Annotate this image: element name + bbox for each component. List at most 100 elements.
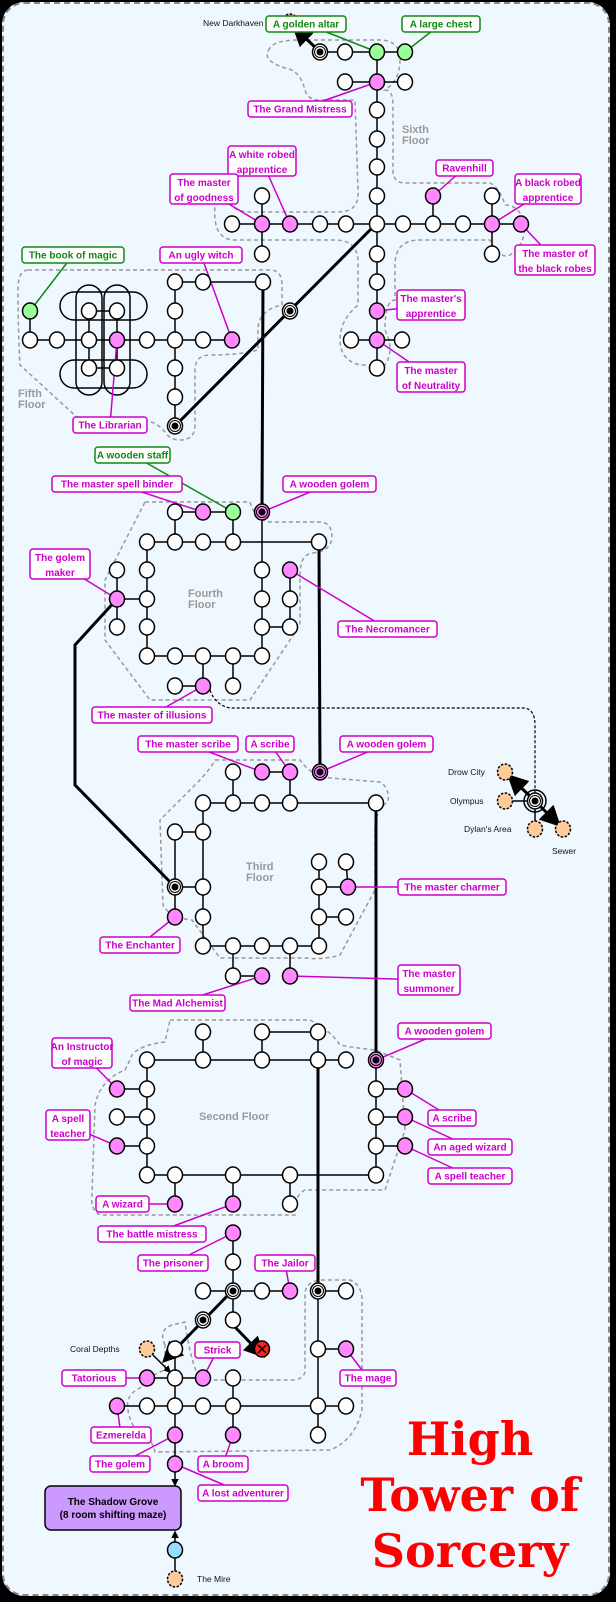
room[interactable] (367, 1137, 385, 1155)
exit-room[interactable] (526, 820, 544, 838)
room[interactable] (138, 561, 156, 579)
room[interactable] (166, 677, 184, 695)
stair-room[interactable] (281, 302, 299, 320)
npc-room[interactable] (337, 1340, 355, 1358)
npc-room[interactable] (138, 1369, 156, 1387)
room[interactable] (309, 1426, 327, 1444)
room[interactable] (194, 331, 212, 349)
npc-label[interactable]: Ravenhill (435, 159, 494, 177)
room[interactable] (309, 1051, 327, 1069)
room[interactable] (194, 1397, 212, 1415)
room[interactable] (310, 937, 328, 955)
room[interactable] (336, 73, 354, 91)
npc-label[interactable]: The Enchanter (99, 936, 181, 954)
npc-room[interactable] (339, 878, 357, 896)
npc-label[interactable]: A scribe (427, 1109, 477, 1127)
room[interactable] (138, 533, 156, 551)
room[interactable] (337, 1051, 355, 1069)
room[interactable] (166, 1397, 184, 1415)
npc-room[interactable] (253, 967, 271, 985)
room[interactable] (224, 677, 242, 695)
item-room[interactable] (396, 43, 414, 61)
exit-room[interactable] (496, 792, 514, 810)
room[interactable] (281, 618, 299, 636)
npc-label[interactable]: The Librarian (72, 416, 148, 434)
room[interactable] (337, 215, 355, 233)
room[interactable] (393, 331, 411, 349)
npc-room[interactable] (483, 215, 501, 233)
stair-room[interactable] (166, 878, 184, 896)
stair-room[interactable] (309, 1282, 327, 1300)
exit-label-olympus[interactable]: Olympus (450, 796, 484, 806)
room[interactable] (396, 73, 414, 91)
npc-room[interactable] (194, 1369, 212, 1387)
room[interactable] (194, 647, 212, 665)
room[interactable] (48, 331, 66, 349)
room[interactable] (166, 1166, 184, 1184)
room[interactable] (310, 853, 328, 871)
npc-room[interactable] (281, 967, 299, 985)
item-label[interactable]: A wooden staff (94, 446, 171, 464)
room[interactable] (254, 273, 272, 291)
room[interactable] (253, 618, 271, 636)
npc-room[interactable] (108, 1397, 126, 1415)
room[interactable] (138, 590, 156, 608)
room[interactable] (138, 1051, 156, 1069)
room[interactable] (224, 1166, 242, 1184)
exit-label-dylans-area[interactable]: Dylan's Area (464, 824, 512, 834)
room[interactable] (253, 794, 271, 812)
exit-room[interactable] (554, 820, 572, 838)
npc-room[interactable] (281, 215, 299, 233)
room[interactable] (166, 331, 184, 349)
npc-room[interactable] (368, 331, 386, 349)
room[interactable] (224, 647, 242, 665)
room[interactable] (166, 273, 184, 291)
start-room[interactable] (166, 1541, 184, 1559)
npc-label[interactable]: A lost adventurer (197, 1484, 289, 1502)
npc-room[interactable] (253, 763, 271, 781)
room[interactable] (108, 302, 126, 320)
stair-room[interactable] (194, 1311, 212, 1329)
npc-label[interactable]: An ugly witch (159, 246, 243, 264)
npc-room[interactable] (224, 1224, 242, 1242)
room[interactable] (80, 331, 98, 349)
room[interactable] (367, 1108, 385, 1126)
npc-room[interactable] (311, 763, 329, 781)
npc-label[interactable]: A wooden golem (282, 475, 377, 493)
room[interactable] (224, 967, 242, 985)
room[interactable] (394, 215, 412, 233)
room[interactable] (224, 1311, 242, 1329)
npc-room[interactable] (224, 1426, 242, 1444)
npc-label[interactable]: The master scribe (137, 735, 239, 753)
npc-label[interactable]: A broom (197, 1455, 249, 1473)
room[interactable] (281, 1166, 299, 1184)
stair-room[interactable] (166, 417, 184, 435)
npc-room[interactable] (194, 503, 212, 521)
room[interactable] (367, 1166, 385, 1184)
room[interactable] (80, 302, 98, 320)
exit-label-new-darkhaven[interactable]: New Darkhaven (203, 18, 264, 28)
npc-room[interactable] (396, 1108, 414, 1126)
room[interactable] (224, 794, 242, 812)
room[interactable] (368, 101, 386, 119)
npc-room[interactable] (108, 1137, 126, 1155)
npc-room[interactable] (108, 331, 126, 349)
room[interactable] (166, 823, 184, 841)
item-room[interactable] (21, 302, 39, 320)
room[interactable] (194, 823, 212, 841)
room[interactable] (281, 590, 299, 608)
npc-label[interactable]: A wooden golem (339, 735, 434, 753)
room[interactable] (194, 878, 212, 896)
npc-room[interactable] (281, 561, 299, 579)
room[interactable] (108, 359, 126, 377)
npc-label[interactable]: A wooden golem (397, 1022, 492, 1040)
room[interactable] (138, 1108, 156, 1126)
npc-label[interactable]: Strick (194, 1341, 241, 1359)
room[interactable] (21, 331, 39, 349)
room[interactable] (108, 618, 126, 636)
